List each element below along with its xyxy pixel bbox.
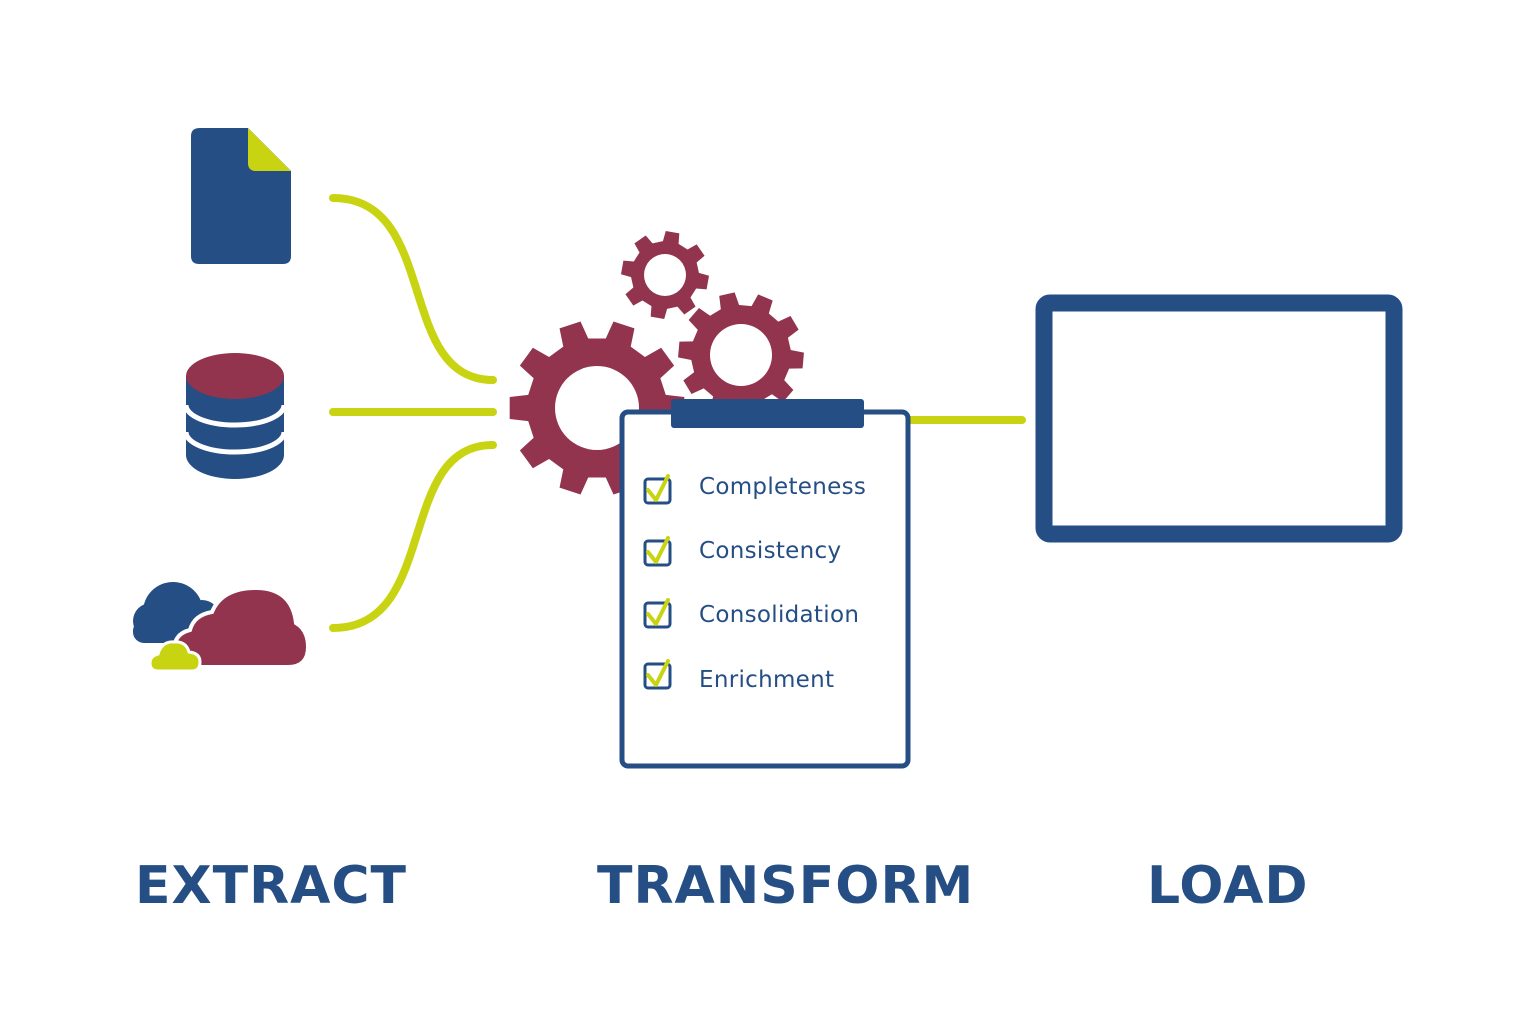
clipboard-icon [619,399,911,769]
document-icon [191,128,291,264]
gear-hole [710,324,772,386]
checkbox-icon [643,598,672,629]
checklist-checkboxes [643,474,672,690]
checkbox-icon [643,659,672,690]
checklist-item-consolidation: Consolidation [699,602,860,628]
checklist-item-completeness: Completeness [699,474,867,500]
monitor-icon [1035,294,1403,543]
checklist-item-enrichment: Enrichment [699,667,835,693]
checklist-item-consistency: Consistency [699,538,842,564]
medium-gear-icon [678,292,804,418]
checkbox-icon [643,536,672,567]
small-gear-icon [621,231,709,319]
stage-label-transform: TRANSFORM [597,856,975,916]
connector-lines [329,194,1026,632]
gear-hole [644,254,686,296]
stage-label-extract: EXTRACT [135,856,408,916]
connector-document-to-transform [329,194,497,384]
database-icon [183,353,287,479]
checkbox-icon [643,474,672,505]
cloud-icon [133,582,311,673]
connector-cloud-to-transform [329,441,497,632]
gear-hole [555,366,639,450]
stage-label-load: LOAD [1147,856,1309,916]
